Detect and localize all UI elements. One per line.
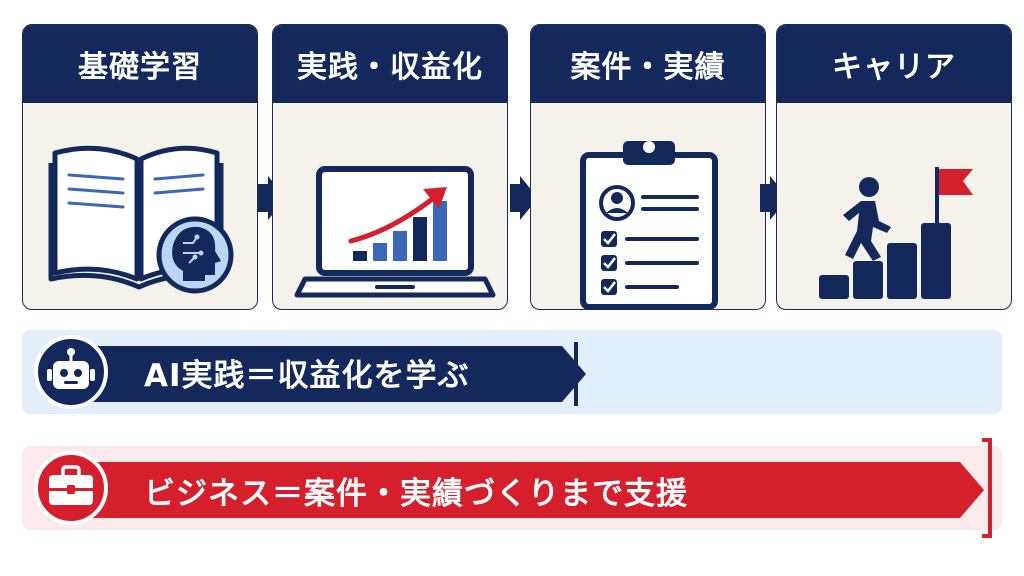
bracket-mark: [982, 438, 992, 538]
banner-business-support: ビジネス＝案件・実績づくりまで支援: [22, 438, 1002, 538]
banner-arrow-shape: [62, 462, 984, 518]
step-card-practice-monetization: 実践・収益化: [272, 24, 508, 310]
step-title: 基礎学習: [23, 25, 257, 103]
step-title: 実践・収益化: [273, 25, 507, 103]
briefcase-icon: [34, 451, 108, 525]
banner-text: ビジネス＝案件・実績づくりまで支援: [144, 476, 688, 512]
step-card-projects-results: 案件・実績: [530, 24, 766, 310]
step-card-basic-learning: 基礎学習: [22, 24, 258, 310]
banner-text: AI実践＝収益化を学ぶ: [144, 358, 470, 394]
step-arrow-icon: [760, 176, 788, 220]
book-ai-icon: [48, 145, 234, 294]
clipboard-checklist-icon: [580, 141, 718, 309]
laptop-growth-chart-icon: [294, 166, 496, 298]
step-card-career: キャリア: [776, 24, 1012, 310]
robot-icon: [34, 335, 108, 409]
step-arrow-icon: [510, 176, 538, 220]
step-title: キャリア: [777, 25, 1011, 103]
step-title: 案件・実績: [531, 25, 765, 103]
career-stairs-flag-icon: [819, 167, 973, 299]
banner-ai-practice: AI実践＝収益化を学ぶ: [22, 330, 1002, 414]
banner-arrow-shape: [62, 342, 586, 406]
